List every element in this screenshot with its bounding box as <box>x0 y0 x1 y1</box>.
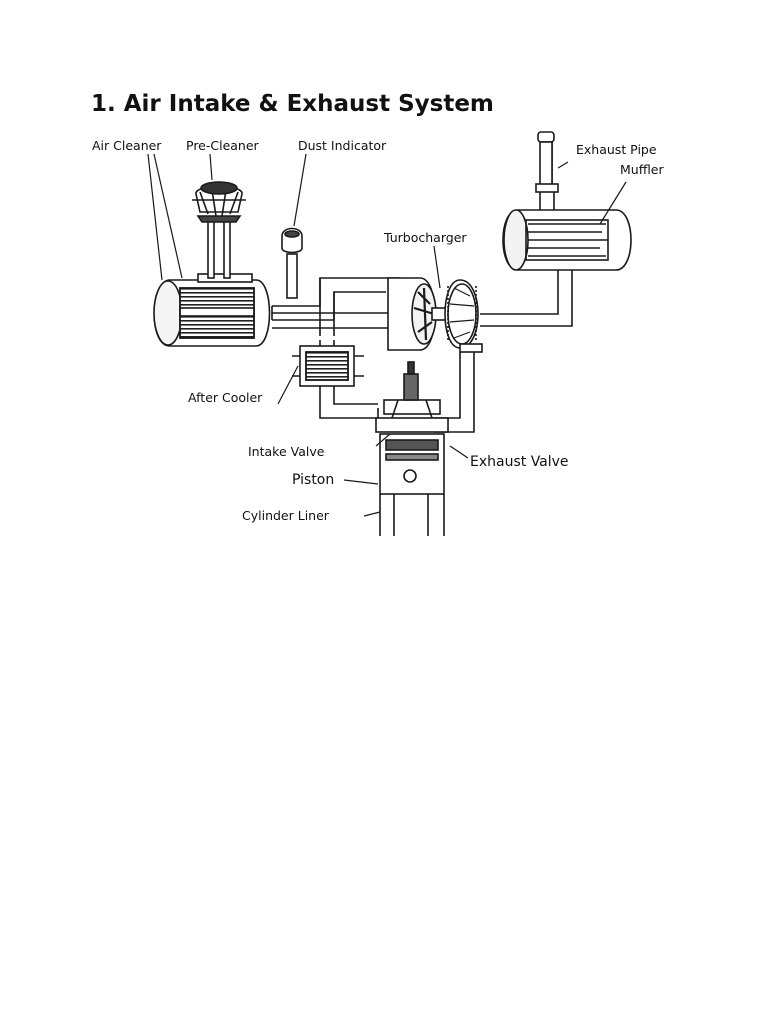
exhaust-pipe-component <box>535 131 559 193</box>
label-turbocharger: Turbocharger <box>383 230 467 245</box>
after-cooler-component <box>292 345 364 387</box>
label-dust-indicator: Dust Indicator <box>298 138 387 153</box>
pre-cleaner-component <box>192 181 246 279</box>
label-exhaust-pipe: Exhaust Pipe <box>576 142 657 157</box>
air-intake-exhaust-diagram: Air Cleaner Pre-Cleaner Dust Indicator T… <box>88 128 680 536</box>
dust-indicator-component <box>281 227 303 299</box>
label-intake-valve: Intake Valve <box>248 444 325 459</box>
label-pre-cleaner: Pre-Cleaner <box>186 138 260 153</box>
engine-cylinder-component <box>375 361 449 536</box>
muffler-component <box>502 209 632 271</box>
page-title: 1. Air Intake & Exhaust System <box>91 91 494 117</box>
label-air-cleaner: Air Cleaner <box>92 138 162 153</box>
label-cylinder-liner: Cylinder Liner <box>242 508 330 523</box>
label-piston: Piston <box>292 472 334 488</box>
leader-lines <box>147 153 627 517</box>
label-after-cooler: After Cooler <box>188 390 263 405</box>
label-exhaust-valve: Exhaust Valve <box>470 454 569 470</box>
turbocharger-component <box>387 277 483 353</box>
label-muffler: Muffler <box>620 162 664 177</box>
air-cleaner-component <box>153 273 271 347</box>
